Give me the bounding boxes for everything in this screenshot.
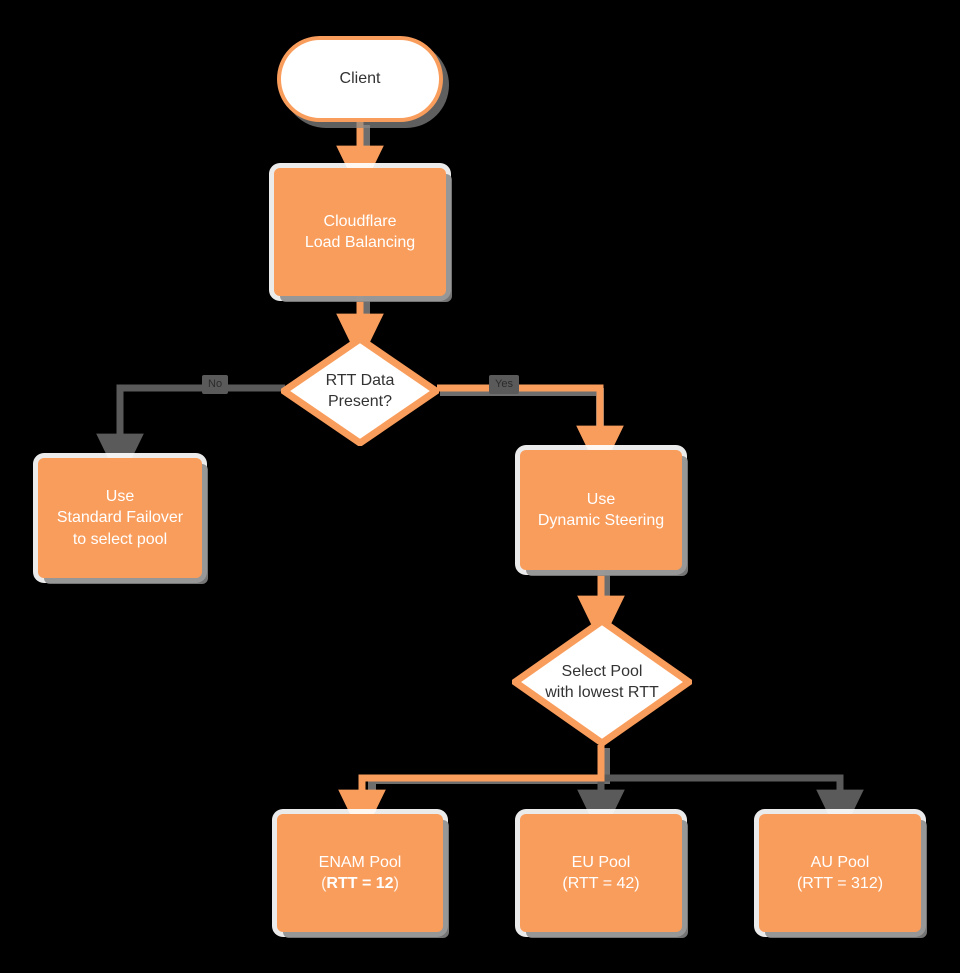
node-enam-pool-label: ENAM Pool (RTT = 12) — [311, 848, 410, 898]
au-paren-close: ) — [877, 875, 884, 892]
edge-select-pool-to-enam-pool — [338, 745, 605, 839]
au-pool-rtt: RTT = 312 — [802, 875, 878, 892]
node-load-balancing[interactable]: Cloudflare Load Balancing — [274, 168, 446, 296]
edge-label-yes: Yes — [489, 375, 519, 394]
node-dynamic-steering-label: Use Dynamic Steering — [530, 485, 672, 535]
sf-line-2: Standard Failover — [56, 509, 184, 527]
enam-paren-close: ) — [393, 875, 399, 892]
node-select-pool[interactable]: Select Pool with lowest RTT — [512, 618, 692, 746]
node-load-balancing-label: Cloudflare Load Balancing — [297, 207, 423, 257]
enam-pool-rtt: RTT = 12 — [326, 875, 394, 892]
edge-label-no: No — [202, 375, 229, 394]
node-au-pool-label: AU Pool (RTT = 312) — [789, 848, 891, 898]
lb-line-2: Load Balancing — [304, 234, 416, 251]
eu-paren-open: ( — [562, 875, 568, 892]
ds-line-2: Dynamic Steering — [537, 512, 665, 529]
rtt-decision-shape — [281, 336, 439, 446]
au-pool-name: AU Pool — [810, 853, 870, 871]
edge-decision-no-to-standard-failover — [96, 384, 285, 483]
eu-pool-name: EU Pool — [571, 853, 631, 871]
edge-decision-yes-to-dynamic-steering — [437, 384, 624, 475]
sf-line-1: Use — [105, 488, 135, 506]
node-client-label: Client — [339, 70, 381, 87]
au-paren-open: ( — [796, 875, 803, 892]
node-standard-failover-label: Use Standard Failover to select pool — [49, 482, 191, 553]
eu-pool-rtt: RTT = 42 — [567, 875, 635, 892]
eu-paren-close: ) — [634, 875, 640, 892]
enam-paren-open: ( — [321, 875, 327, 892]
select-pool-shape — [512, 618, 692, 746]
node-dynamic-steering[interactable]: Use Dynamic Steering — [520, 450, 682, 570]
node-eu-pool-label: EU Pool (RTT = 42) — [554, 848, 647, 898]
lb-line-1: Cloudflare — [323, 212, 397, 230]
ds-line-1: Use — [586, 490, 616, 508]
node-enam-pool[interactable]: ENAM Pool (RTT = 12) — [277, 814, 443, 932]
edge-select-pool-to-au-pool — [601, 774, 864, 839]
node-client[interactable]: Client — [277, 36, 443, 122]
sf-line-3: to select pool — [72, 530, 168, 548]
node-standard-failover[interactable]: Use Standard Failover to select pool — [38, 458, 202, 578]
node-au-pool[interactable]: AU Pool (RTT = 312) — [759, 814, 921, 932]
enam-pool-name: ENAM Pool — [318, 853, 402, 871]
node-eu-pool[interactable]: EU Pool (RTT = 42) — [520, 814, 682, 932]
node-rtt-decision[interactable]: RTT Data Present? — [281, 336, 439, 446]
